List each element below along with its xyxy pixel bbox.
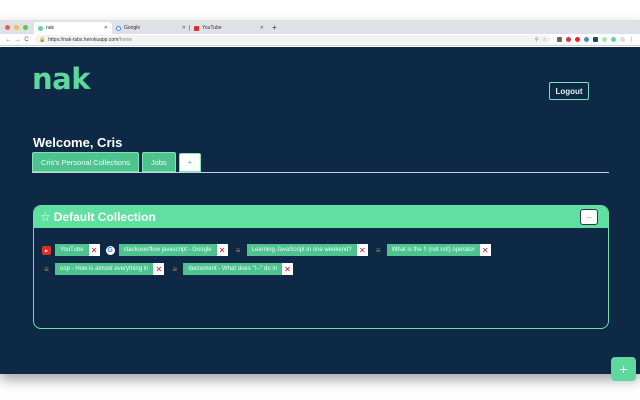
remove-link-button[interactable]: ✕ xyxy=(153,263,165,275)
tab-separator xyxy=(189,25,190,31)
reload-button[interactable]: C xyxy=(24,36,29,43)
welcome-heading: Welcome, Cris xyxy=(33,135,123,150)
lock-icon: 🔒 xyxy=(39,36,46,43)
window-controls xyxy=(0,20,34,34)
tabs-divider xyxy=(32,172,609,173)
remove-link-button[interactable]: ✕ xyxy=(216,244,228,256)
remove-link-button[interactable]: ✕ xyxy=(479,244,491,256)
tab-personal-collections[interactable]: Cris's Personal Collections xyxy=(32,152,139,172)
link-item: ≡ oop - How is almost everything in ✕ xyxy=(42,263,165,275)
browser-tab-nak[interactable]: nak ✕ xyxy=(34,22,112,34)
address-bar[interactable]: 🔒 https://nak-tabs.herokuapp.com /home ⚲… xyxy=(35,35,551,44)
link-label[interactable]: YouTube xyxy=(55,244,89,256)
tab-title: Google xyxy=(124,25,141,31)
link-item: ≡ decrement - What does "!--" do in ✕ xyxy=(170,263,294,275)
collection-title: ☆Default Collection xyxy=(40,210,156,224)
link-label[interactable]: stackoverflow javascript - Google xyxy=(118,244,217,256)
stackoverflow-icon: ≡ xyxy=(375,245,381,255)
link-item: ▶ YouTube ✕ xyxy=(42,244,100,256)
remove-link-button[interactable]: ✕ xyxy=(88,244,100,256)
collection-tabs: Cris's Personal Collections Jobs + xyxy=(32,152,201,172)
links-list: ▶ YouTube ✕ G stackoverflow javascript -… xyxy=(34,228,504,275)
collection-title-text: Default Collection xyxy=(53,210,156,224)
add-collection-button[interactable]: + xyxy=(611,357,636,381)
extension-icon[interactable] xyxy=(593,37,598,42)
menu-kebab-icon[interactable]: ⋮ xyxy=(628,37,635,43)
youtube-icon: ▶ xyxy=(42,245,51,255)
browser-tab-google[interactable]: Google ✕ xyxy=(112,22,190,34)
back-button[interactable]: ← xyxy=(5,36,12,43)
collection-header: ☆Default Collection ... xyxy=(34,206,608,228)
url-host: https://nak-tabs.herokuapp.com xyxy=(48,36,119,43)
star-icon[interactable]: ☆ xyxy=(40,210,51,224)
remove-link-button[interactable]: ✕ xyxy=(282,263,294,275)
close-tab-icon[interactable]: ✕ xyxy=(103,25,108,31)
extension-icon[interactable] xyxy=(566,37,571,42)
youtube-favicon-icon xyxy=(194,25,199,31)
stackoverflow-icon: ≡ xyxy=(235,245,241,255)
nak-favicon-icon xyxy=(38,25,43,31)
tab-title: nak xyxy=(46,25,55,31)
link-item: ≡ What is the !! (not not) operator ✕ xyxy=(374,244,491,256)
bookmark-star-icon[interactable]: ☆ xyxy=(542,36,547,43)
browser-toolbar: ← → C 🔒 https://nak-tabs.herokuapp.com /… xyxy=(0,34,640,46)
browser-tab-bar: nak ✕ Google ✕ YouTube ✕ + xyxy=(0,20,640,34)
remove-link-button[interactable]: ✕ xyxy=(356,244,368,256)
link-item: G stackoverflow javascript - Google ✕ xyxy=(105,244,228,256)
logout-button[interactable]: Logout xyxy=(549,82,589,100)
link-item: ≡ Learning JavaScript in one weekend? ✕ xyxy=(234,244,368,256)
link-label[interactable]: What is the !! (not not) operator xyxy=(386,244,480,256)
tab-title: YouTube xyxy=(202,25,222,31)
stackoverflow-icon: ≡ xyxy=(172,264,178,274)
forward-button[interactable]: → xyxy=(14,36,21,43)
zoom-icon[interactable]: ⚲ xyxy=(534,36,539,43)
extension-icon[interactable] xyxy=(575,37,580,42)
add-tab-button[interactable]: + xyxy=(178,153,201,172)
maximize-window-button[interactable] xyxy=(23,24,28,30)
app-page: nak Logout Welcome, Cris Cris's Personal… xyxy=(0,47,640,381)
new-tab-button[interactable]: + xyxy=(272,23,277,32)
url-path: /home xyxy=(118,36,133,43)
stackoverflow-icon: ≡ xyxy=(44,264,49,274)
collection-options-button[interactable]: ... xyxy=(580,209,598,225)
google-favicon-icon xyxy=(116,25,121,31)
app-logo: nak xyxy=(32,62,91,96)
link-label[interactable]: Learning JavaScript in one weekend? xyxy=(246,244,357,256)
tab-jobs[interactable]: Jobs xyxy=(141,152,176,172)
google-icon: G xyxy=(105,245,115,255)
nak-extension-icon[interactable] xyxy=(611,37,616,42)
close-tab-icon[interactable]: ✕ xyxy=(181,25,186,31)
link-label[interactable]: oop - How is almost everything in xyxy=(55,263,154,275)
browser-window: nak ✕ Google ✕ YouTube ✕ + ← → C 🔒 https… xyxy=(0,20,640,381)
extension-icon[interactable] xyxy=(584,37,589,42)
close-window-button[interactable] xyxy=(5,24,10,30)
profile-icon[interactable] xyxy=(620,37,625,42)
collection-card: ☆Default Collection ... ▶ YouTube ✕ G st… xyxy=(33,205,609,329)
close-tab-icon[interactable]: ✕ xyxy=(259,25,264,31)
browser-tab-youtube[interactable]: YouTube ✕ xyxy=(190,22,268,34)
extension-icon[interactable] xyxy=(557,37,562,42)
link-label[interactable]: decrement - What does "!--" do in xyxy=(183,263,283,275)
minimize-window-button[interactable] xyxy=(14,24,19,30)
extension-icon[interactable] xyxy=(602,37,607,42)
